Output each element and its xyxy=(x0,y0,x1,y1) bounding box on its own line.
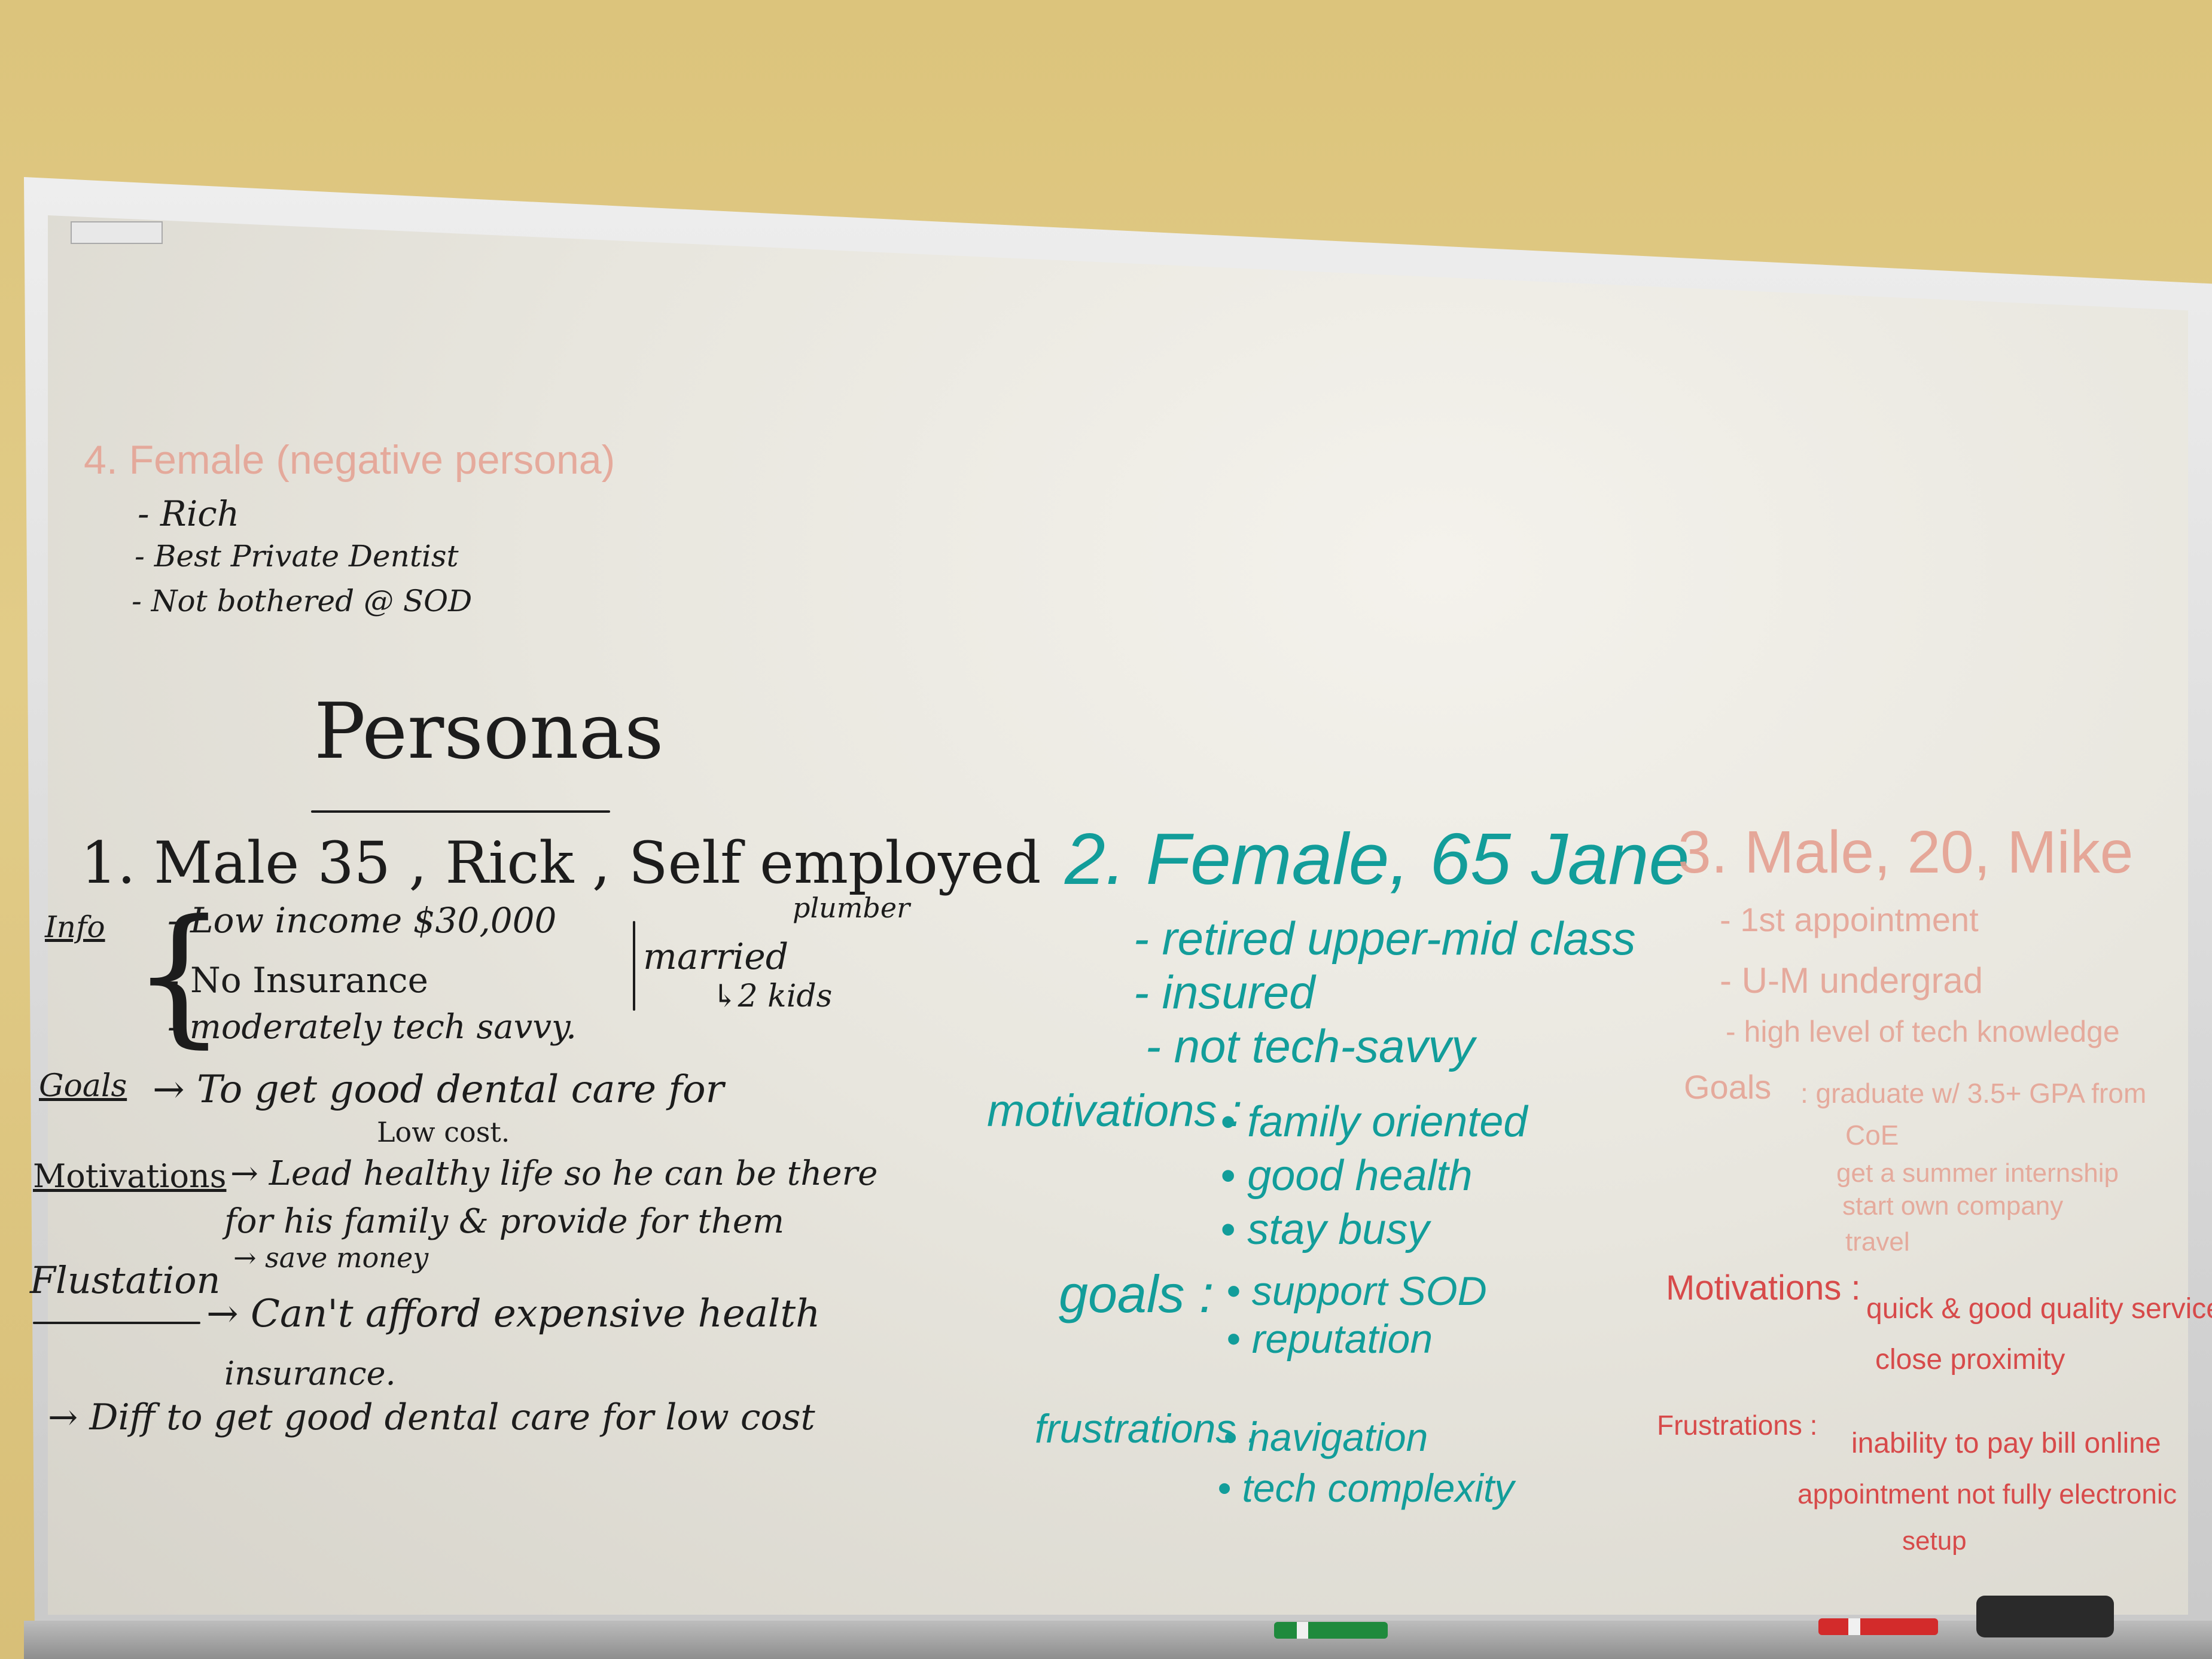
persona2-item: - not tech-savvy xyxy=(1145,1020,1475,1072)
green-marker xyxy=(1274,1622,1388,1639)
persona2-goals-label: goals : xyxy=(1059,1264,1214,1323)
persona1-frustration: → Can't afford expensive health xyxy=(206,1292,821,1336)
frame-label-tag xyxy=(71,221,163,244)
personas-heading: Personas xyxy=(314,687,664,776)
persona2-motivation: • stay busy xyxy=(1220,1206,1430,1254)
persona2-frustration: • tech complexity xyxy=(1217,1466,1515,1510)
persona1-goal: → To get good dental care for xyxy=(153,1068,724,1112)
heading-underline xyxy=(311,810,610,813)
frustration-underline xyxy=(33,1322,200,1324)
persona2-item: - insured xyxy=(1134,966,1315,1018)
persona2-item: - retired upper-mid class xyxy=(1134,912,1636,965)
persona2-frustrations-label: frustrations : xyxy=(1035,1406,1259,1451)
persona3-frustration: setup xyxy=(1902,1526,1967,1556)
persona3-title: 3. Male, 20, Mike xyxy=(1678,819,2134,886)
persona3-frustration: inability to pay bill online xyxy=(1851,1428,2161,1459)
persona4-item: - Not bothered @ SOD xyxy=(132,584,473,618)
persona3-frustration: appointment not fully electronic xyxy=(1797,1478,2177,1509)
persona3-goal: travel xyxy=(1845,1227,1910,1257)
persona1-info-item: - Low income $30,000 xyxy=(167,900,557,941)
persona1-goal: Low cost. xyxy=(377,1116,510,1148)
persona1-frustration: → Diff to get good dental care for low c… xyxy=(48,1396,815,1438)
persona2-title: 2. Female, 65 Jane xyxy=(1065,818,1690,899)
divider-bar xyxy=(633,921,635,1011)
persona3-goal: get a summer internship xyxy=(1836,1158,2119,1188)
persona1-kids: ↳2 kids xyxy=(712,978,833,1014)
persona1-goals-label: Goals xyxy=(39,1068,127,1104)
persona3-motivation: quick & good quality services xyxy=(1866,1293,2212,1325)
persona3-item: - 1st appointment xyxy=(1720,901,1979,938)
persona1-motivation: for his family & provide for them xyxy=(224,1202,785,1241)
persona4-item: - Best Private Dentist xyxy=(135,539,459,574)
whiteboard xyxy=(48,215,2188,1615)
persona2-motivation: • family oriented xyxy=(1220,1098,1528,1146)
persona1-info-item: - No Insurance xyxy=(167,960,428,1001)
persona1-frustration: insurance. xyxy=(224,1355,396,1392)
persona4-title: 4. Female (negative persona) xyxy=(84,437,616,483)
persona4-item: - Rich xyxy=(138,493,240,534)
persona3-goal: start own company xyxy=(1842,1191,2064,1221)
persona2-frustration: • navigation xyxy=(1223,1415,1428,1459)
persona3-goal: CoE xyxy=(1845,1120,1899,1151)
persona3-motivation: close proximity xyxy=(1875,1344,2065,1376)
eraser xyxy=(1976,1596,2114,1637)
persona3-item: - U-M undergrad xyxy=(1720,960,1984,1001)
persona1-info-label: Info xyxy=(45,910,105,944)
persona1-frustration-label: Flustation xyxy=(30,1258,221,1302)
persona2-goal: • support SOD xyxy=(1226,1268,1487,1314)
persona3-goals-label: Goals xyxy=(1684,1068,1772,1106)
persona1-title: 1. Male 35 , Rick , Self employed xyxy=(81,830,1041,896)
persona1-motivation: → save money xyxy=(233,1242,429,1274)
persona3-frustrations-label: Frustrations : xyxy=(1657,1410,1818,1441)
persona1-motivations-label: Motivations xyxy=(33,1157,227,1195)
persona3-motivations-label: Motivations : xyxy=(1666,1268,1861,1307)
info-brace: { xyxy=(132,888,227,1062)
persona2-motivation: • good health xyxy=(1220,1152,1473,1200)
persona3-item: - high level of tech knowledge xyxy=(1726,1015,2120,1048)
persona1-occupation: plumber xyxy=(793,892,910,924)
persona1-married: married xyxy=(643,936,789,978)
persona2-goal: • reputation xyxy=(1226,1316,1433,1362)
persona3-goal: : graduate w/ 3.5+ GPA from xyxy=(1800,1078,2147,1109)
red-marker xyxy=(1818,1618,1938,1635)
persona2-motivations-label: motivations : xyxy=(987,1085,1242,1136)
persona1-info-item: - moderately tech savvy. xyxy=(167,1008,577,1047)
persona1-motivation: → Lead healthy life so he can be there xyxy=(230,1154,878,1193)
